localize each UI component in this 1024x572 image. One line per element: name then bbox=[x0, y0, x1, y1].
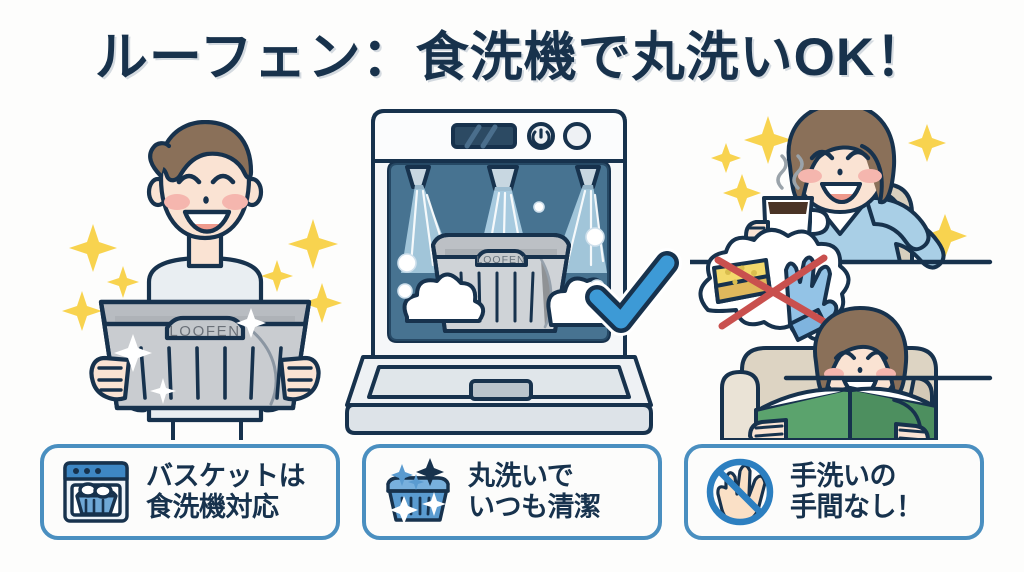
badge-label: バスケットは 食洗機対応 bbox=[146, 461, 306, 522]
badge-always-clean[interactable]: 丸洗いで いつも清潔 bbox=[362, 444, 662, 540]
dial-knob bbox=[563, 122, 591, 150]
man-with-basket-illustration: LOOFEN bbox=[62, 119, 342, 442]
shine-sparkle-icon bbox=[114, 308, 266, 404]
badge-no-handwash[interactable]: 手洗いの 手間なし！ bbox=[684, 444, 984, 540]
panel-relaxing-women bbox=[687, 102, 1020, 442]
sparkle-icon bbox=[711, 116, 967, 258]
door-handle bbox=[469, 379, 533, 401]
blue-sparkle bbox=[391, 464, 424, 490]
badge-label: 手洗いの 手間なし！ bbox=[790, 461, 923, 522]
feature-badge-row: バスケットは 食洗機対応 bbox=[0, 444, 1024, 554]
svg-text:LOOFEN: LOOFEN bbox=[476, 254, 525, 266]
display-glare bbox=[464, 124, 498, 149]
sofa-armrest bbox=[720, 370, 760, 442]
dishwasher-basket-icon bbox=[58, 454, 134, 530]
panel-man-holding-basket: LOOFEN bbox=[55, 119, 355, 442]
svg-text:LOOFEN: LOOFEN bbox=[169, 323, 240, 340]
red-cross-icon bbox=[714, 254, 832, 330]
page-title: ルーフェン：食洗機で丸洗いOK！ bbox=[94, 28, 930, 87]
steam-icon bbox=[776, 154, 804, 190]
dishwasher-illustration: LOOFEN bbox=[345, 109, 682, 435]
sparkling-basket-icon bbox=[380, 454, 456, 530]
prohibition-slash bbox=[715, 467, 765, 517]
relaxing-women-illustration bbox=[687, 102, 993, 442]
check-mark-icon bbox=[582, 248, 682, 336]
thought-bubble bbox=[698, 228, 851, 352]
badge-dishwasher-safe[interactable]: バスケットは 食洗機対応 bbox=[40, 444, 340, 540]
no-handwash-icon bbox=[702, 454, 778, 530]
prohibition-circle bbox=[706, 458, 774, 526]
sparkle-icon bbox=[62, 219, 342, 331]
badge-label: 丸洗いで いつも清潔 bbox=[468, 461, 601, 522]
dark-sparkle bbox=[416, 458, 444, 486]
woman-reading-book bbox=[698, 228, 993, 442]
title-bar: ルーフェン：食洗機で丸洗いOK！ bbox=[0, 30, 1024, 86]
panel-dishwasher: LOOFEN bbox=[345, 105, 690, 440]
